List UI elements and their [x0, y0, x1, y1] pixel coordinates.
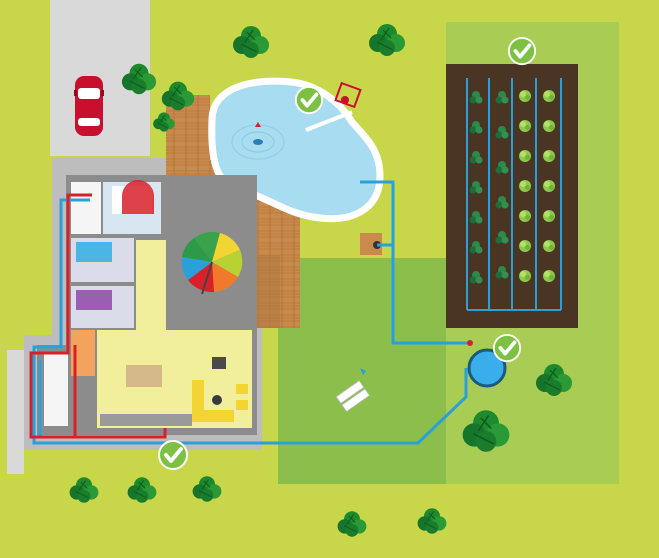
check-icon-pool	[294, 85, 324, 115]
lounger-towel	[360, 368, 366, 375]
bed-purple	[76, 290, 112, 310]
coffee-table	[212, 395, 222, 405]
hallway	[136, 240, 166, 332]
tap-stand	[360, 233, 382, 255]
pool-ripple	[241, 131, 275, 153]
hot-water-pipe	[29, 193, 167, 439]
armchair-2	[236, 400, 248, 410]
check-icon-tank	[492, 333, 522, 363]
dining-table	[126, 365, 162, 387]
water-pipe-network	[32, 180, 470, 445]
sun-lounger	[335, 380, 371, 413]
pool-float	[253, 139, 263, 145]
pool-float-small	[255, 122, 261, 127]
bathroom	[71, 182, 101, 234]
armchair	[236, 384, 248, 394]
kitchen-counter	[100, 414, 192, 426]
sofa	[192, 380, 234, 422]
deck-shade	[256, 255, 280, 328]
tv-unit	[212, 357, 226, 369]
side-path	[7, 350, 24, 474]
check-icon-house	[157, 439, 189, 471]
storage-room	[44, 352, 68, 426]
pool-ladder	[305, 81, 362, 132]
check-icon-garden	[507, 36, 537, 66]
bedside-rug	[122, 180, 154, 214]
garden-rows	[466, 78, 562, 311]
bed-blue	[76, 242, 112, 262]
umbrella-icon	[181, 231, 243, 295]
water-tank-icon	[467, 348, 507, 388]
car-icon	[74, 76, 104, 136]
tank-valve	[467, 340, 473, 346]
